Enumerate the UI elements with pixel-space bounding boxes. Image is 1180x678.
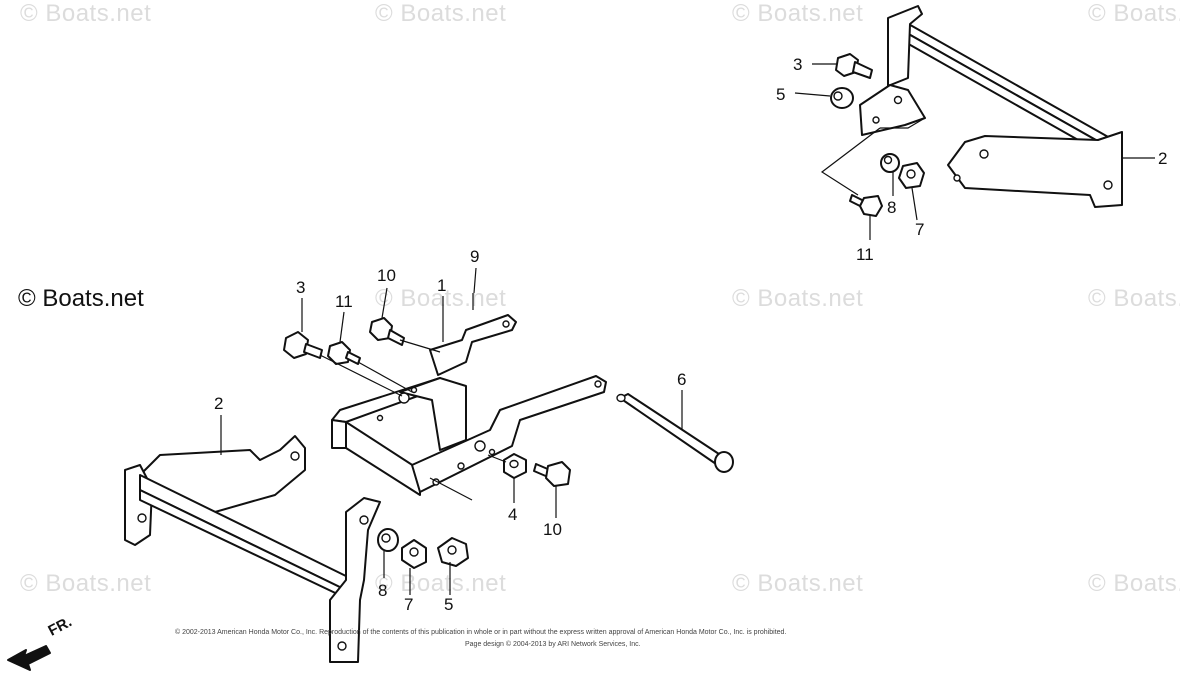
copyright-line-2: Page design © 2004-2013 by ARI Network S… xyxy=(465,641,641,648)
callout-7: 7 xyxy=(404,595,414,614)
callout-8-top: 8 xyxy=(887,198,897,217)
callout-1: 1 xyxy=(437,276,447,295)
callout-5-top: 5 xyxy=(776,85,786,104)
bolt-10-lower-head xyxy=(545,461,571,487)
top-bolt-3-shank xyxy=(852,61,873,79)
callout-5: 5 xyxy=(444,595,454,614)
callout-4: 4 xyxy=(508,505,518,524)
watermark: © Boats.net xyxy=(1088,285,1180,312)
watermark: © Boats.net xyxy=(375,0,507,27)
callout-6: 6 xyxy=(677,370,687,389)
callout-7-top: 7 xyxy=(915,220,925,239)
watermark: © Boats.net xyxy=(20,0,152,27)
callout-2: 2 xyxy=(214,394,224,413)
bolt-11-shank xyxy=(345,351,361,365)
callout-10-upper: 10 xyxy=(377,266,396,285)
top-bar-top-face xyxy=(904,21,1111,149)
watermark: © Boats.net xyxy=(732,570,864,597)
front-direction-arrow xyxy=(7,645,51,671)
callout-10-lower: 10 xyxy=(543,520,562,539)
callout-2-top: 2 xyxy=(1158,149,1168,168)
watermark-logo: © Boats.net xyxy=(18,285,144,312)
bolt-3-shank xyxy=(303,343,323,359)
bracket-2-bar-front xyxy=(139,489,351,601)
copyright-line-1: © 2002-2013 American Honda Motor Co., In… xyxy=(175,629,787,636)
pin-6-shaft xyxy=(619,393,723,465)
callout-11: 11 xyxy=(335,292,353,311)
arm-1-crossbar-face xyxy=(345,421,421,496)
top-right-plate xyxy=(947,131,1123,208)
watermark: © Boats.net xyxy=(732,285,864,312)
callout-11-top: 11 xyxy=(856,245,874,264)
watermark: © Boats.net xyxy=(732,0,864,27)
callout-3: 3 xyxy=(296,278,306,297)
watermark: © Boats.net xyxy=(20,570,152,597)
callout-9: 9 xyxy=(470,247,480,266)
arm-1-center-plate xyxy=(399,377,467,451)
bracket-2-right-upright xyxy=(329,497,381,663)
pin-6-head xyxy=(714,451,734,473)
arm-1-left xyxy=(429,314,517,376)
bolt-3-head xyxy=(283,331,309,359)
watermark: © Boats.net xyxy=(1088,570,1180,597)
top-bolt-11-head xyxy=(859,195,883,217)
callout-8: 8 xyxy=(378,581,388,600)
main-frame-assembly xyxy=(124,267,734,663)
watermark: © Boats.net xyxy=(1088,0,1180,27)
watermark: © Boats.net xyxy=(375,570,507,597)
bolt-11-head xyxy=(327,341,351,365)
top-bracket-assembly xyxy=(794,5,1155,240)
watermark: © Boats.net xyxy=(375,285,507,312)
bolt-10-shank xyxy=(387,329,405,346)
callout-3-top: 3 xyxy=(793,55,803,74)
arm-1-crossbar-end xyxy=(331,419,347,449)
